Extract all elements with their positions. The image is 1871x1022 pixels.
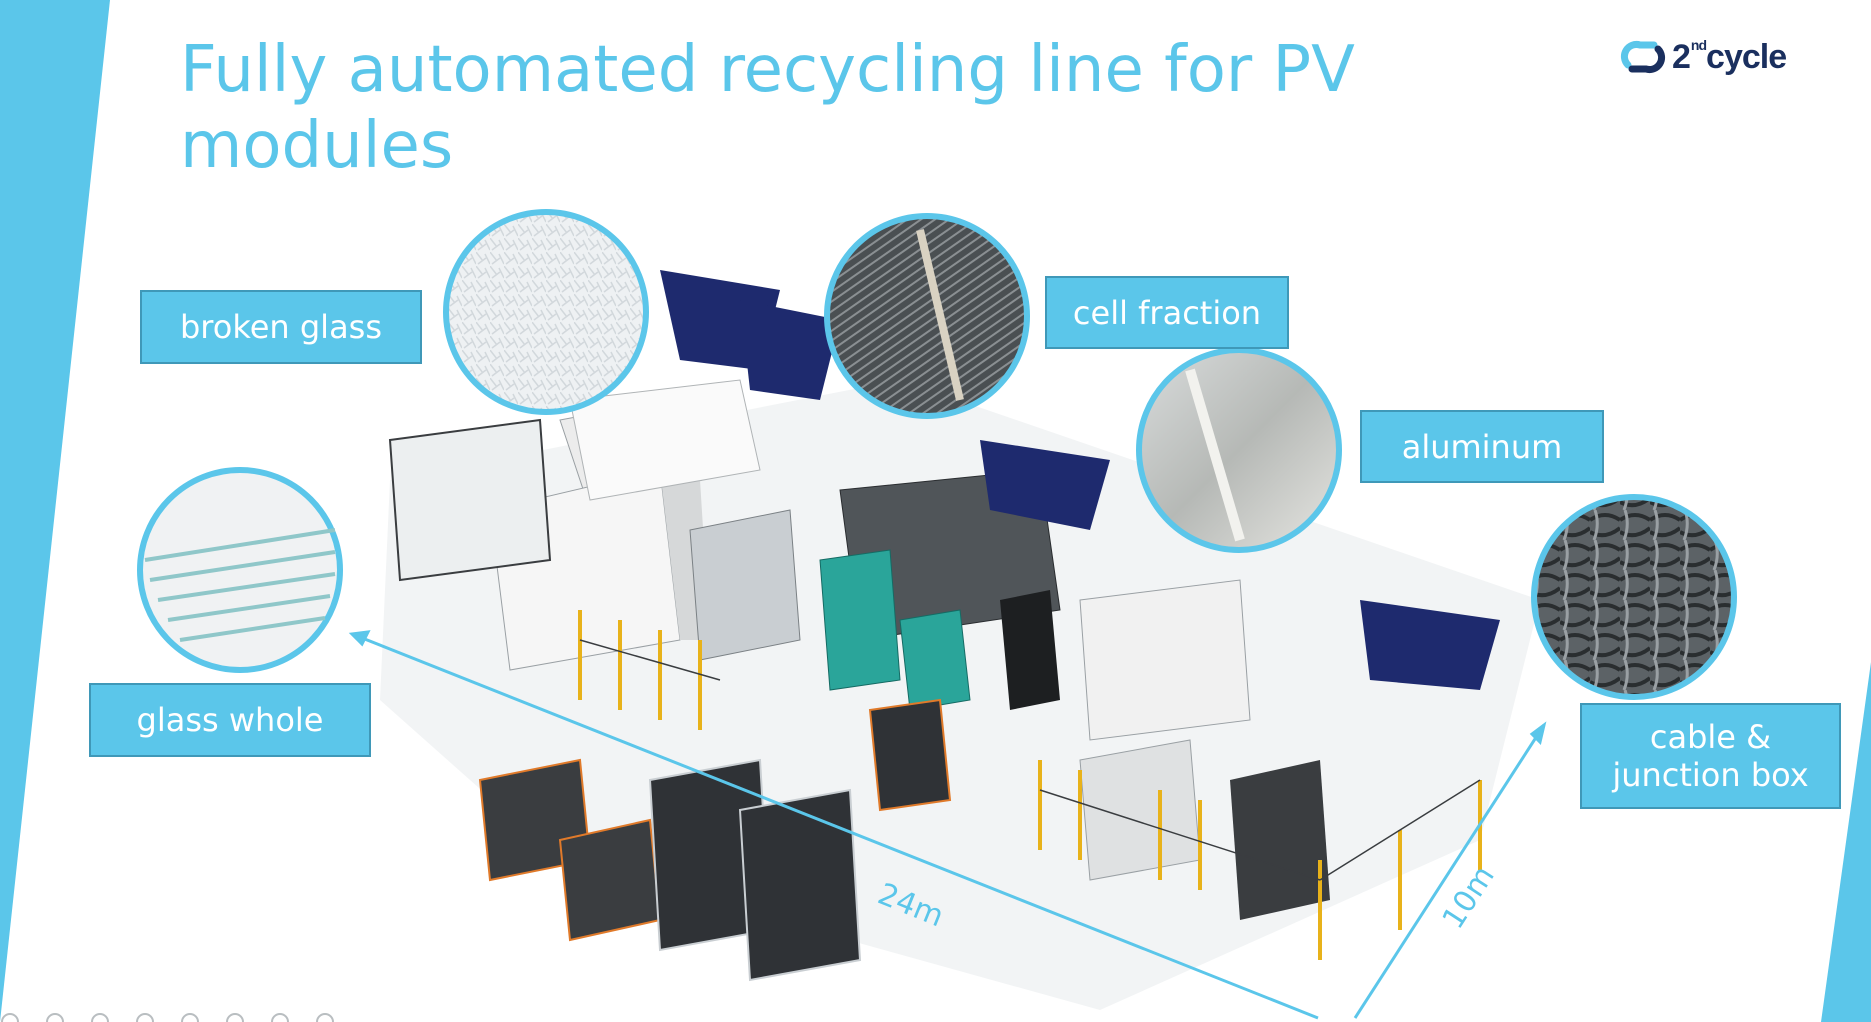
sample-glass-whole xyxy=(137,467,343,673)
label-aluminum: aluminum xyxy=(1360,410,1604,483)
machinery xyxy=(388,379,1330,920)
sample-cable-junction xyxy=(1531,494,1737,700)
sample-broken-glass xyxy=(443,209,649,415)
label-broken-glass: broken glass xyxy=(140,290,422,364)
sample-cell-fraction xyxy=(824,213,1030,419)
slide-progress-dots xyxy=(1,1013,334,1022)
slide-title: Fully automated recycling line for PV mo… xyxy=(180,33,1355,183)
sample-aluminum xyxy=(1136,347,1342,553)
fence-mesh xyxy=(579,639,1481,881)
pv-module-stacks xyxy=(478,698,952,982)
dimension-lines xyxy=(348,630,1547,1020)
recycle-loop-icon xyxy=(1620,40,1666,74)
label-cell-fraction: cell fraction xyxy=(1045,276,1289,349)
label-cable-junction-box: cable & junction box xyxy=(1580,703,1841,809)
company-logo: 2ndcycle xyxy=(1620,32,1830,82)
logo-text: 2ndcycle xyxy=(1672,37,1787,76)
label-glass-whole: glass whole xyxy=(89,683,371,757)
safety-fences xyxy=(578,610,1482,960)
collection-bins xyxy=(660,270,1500,690)
